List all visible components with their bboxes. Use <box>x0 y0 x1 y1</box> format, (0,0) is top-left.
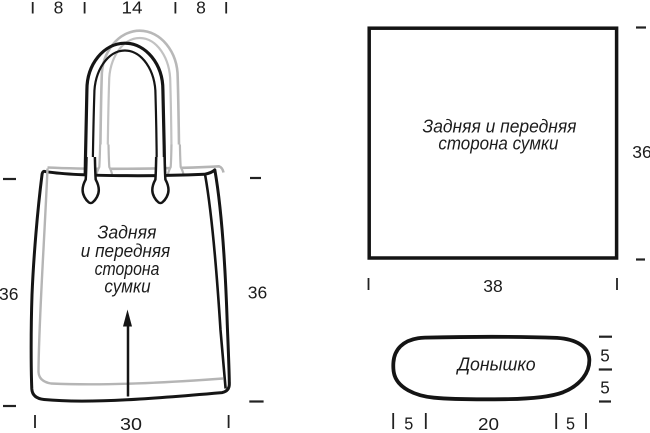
svg-text:5: 5 <box>600 378 610 398</box>
svg-text:30: 30 <box>120 414 142 433</box>
svg-text:8: 8 <box>196 0 206 18</box>
svg-text:Донышко: Донышко <box>456 355 536 375</box>
svg-text:сторона: сторона <box>95 259 160 279</box>
svg-text:38: 38 <box>483 276 502 296</box>
svg-text:и передняя: и передняя <box>81 241 171 261</box>
svg-text:5: 5 <box>600 345 610 365</box>
svg-text:36: 36 <box>632 142 650 162</box>
svg-text:Задняя и передняя: Задняя и передняя <box>423 117 577 137</box>
svg-text:сумки: сумки <box>104 277 150 297</box>
svg-text:8: 8 <box>54 0 64 18</box>
svg-text:36: 36 <box>248 283 267 303</box>
svg-text:36: 36 <box>0 284 18 304</box>
svg-text:Задняя: Задняя <box>98 223 157 243</box>
svg-text:20: 20 <box>478 414 499 433</box>
svg-text:сторона сумки: сторона сумки <box>438 134 558 154</box>
svg-text:5: 5 <box>404 413 413 433</box>
svg-text:5: 5 <box>566 413 575 433</box>
svg-text:14: 14 <box>122 0 143 18</box>
